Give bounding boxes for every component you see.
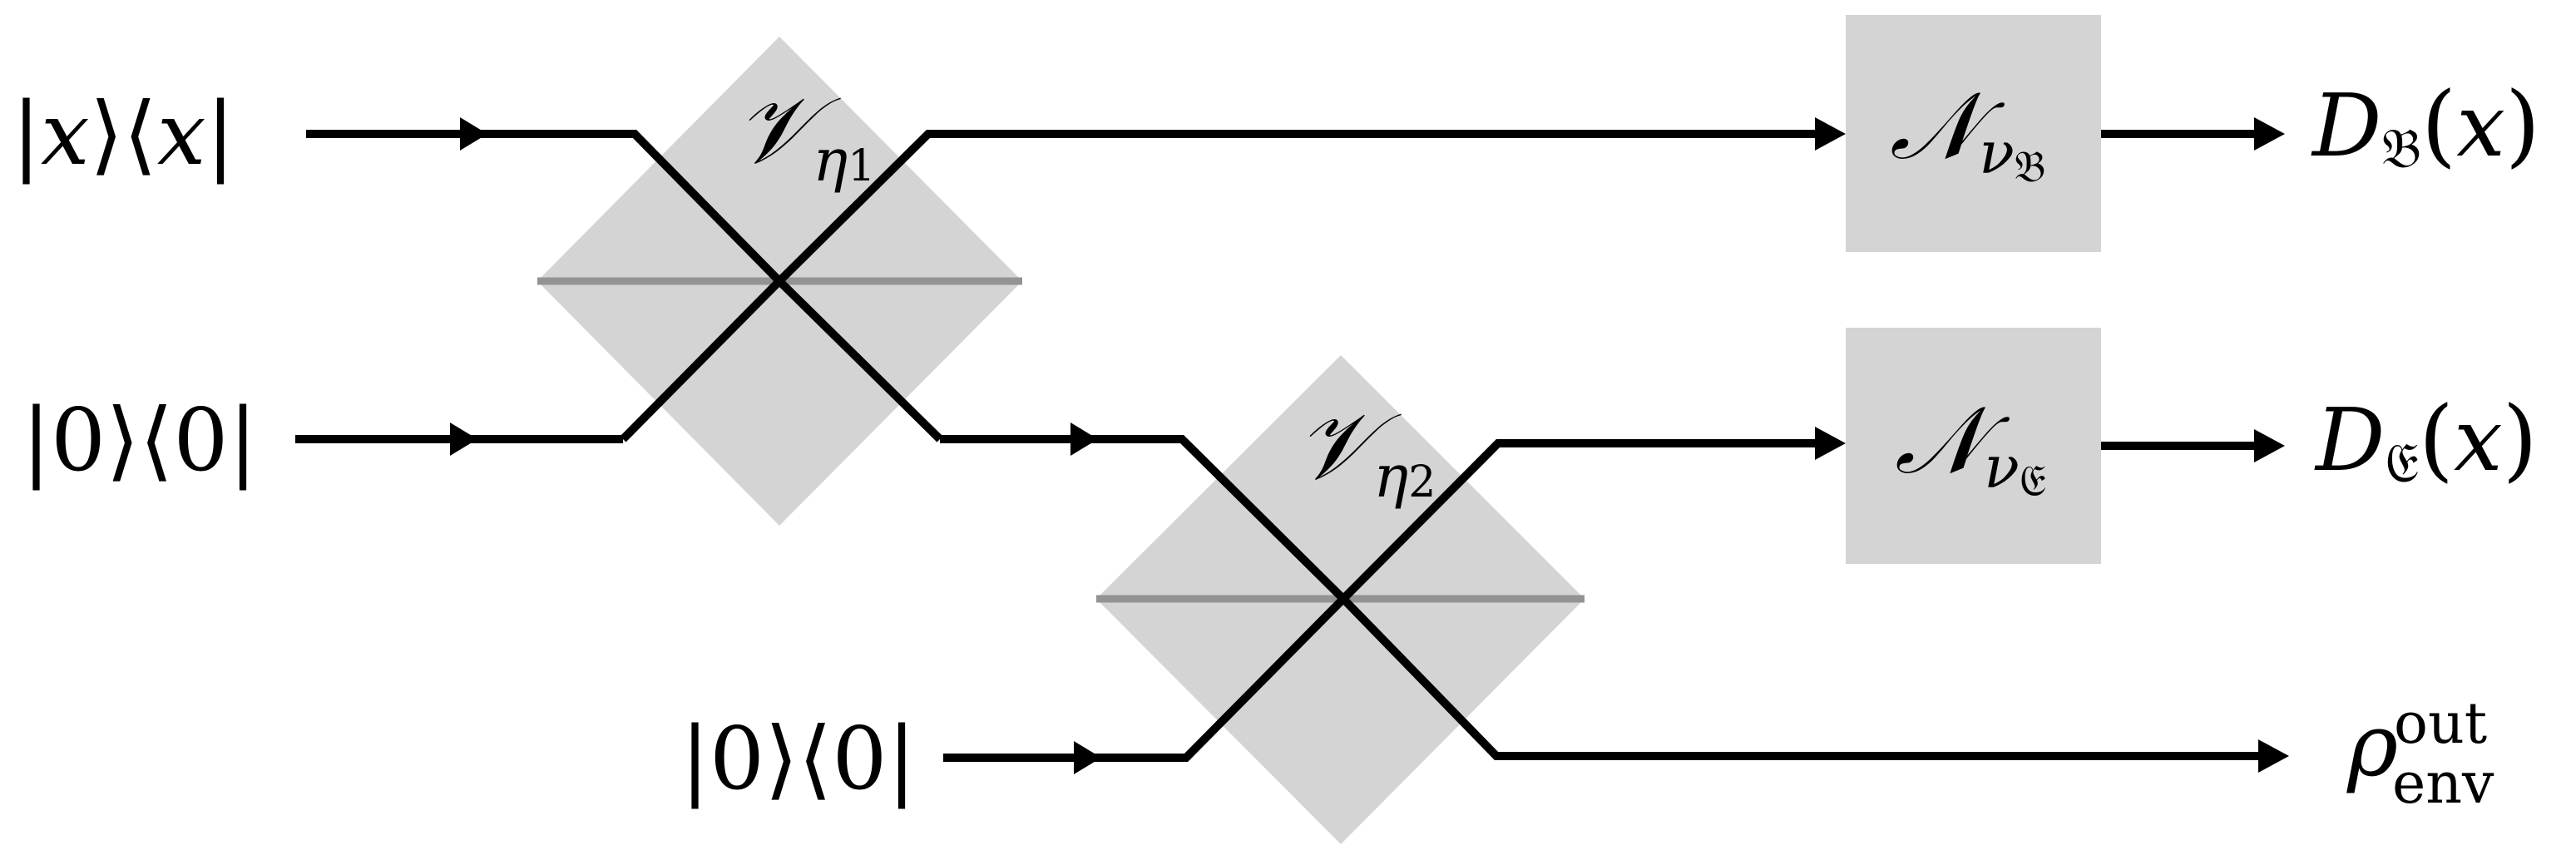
arrow-icon: [1074, 741, 1101, 774]
input-vacuum1-label: |0⟩⟨0|: [22, 389, 258, 491]
arrow-icon: [1815, 427, 1846, 460]
rho-subscript: env: [2392, 751, 2494, 817]
channel-eve-label: 𝒩ν𝔈: [1895, 387, 2046, 507]
arrow-icon: [460, 117, 487, 151]
output-eve-label: D𝔈(x): [2314, 388, 2538, 495]
rho-symbol: ρ: [2346, 694, 2398, 796]
wire-input-vacuum2-to-channel-eve: [943, 439, 1817, 762]
arrow-icon: [1070, 423, 1098, 456]
arrow-icon: [2258, 739, 2289, 773]
wire-splitter1-to-channel-bob: [620, 130, 1817, 442]
arrow-icon: [2254, 429, 2285, 462]
output-env-label: ρ out env: [2346, 691, 2494, 817]
arrow-icon: [1815, 117, 1846, 151]
output-bob-label: D𝔅(x): [2311, 73, 2540, 180]
splitter-1-label: 𝒱η1: [735, 77, 875, 195]
input-vacuum2-label: |0⟩⟨0|: [680, 708, 917, 809]
rho-superscript: out: [2394, 691, 2487, 757]
input-x-label: |x⟩⟨x|: [12, 83, 235, 185]
arrow-icon: [2254, 117, 2285, 151]
channel-bob-box: [1846, 15, 2101, 252]
arrowheads: [450, 117, 2289, 774]
arrow-icon: [450, 423, 477, 456]
channel-eve-box: [1846, 328, 2101, 564]
channel-bob-label: 𝒩ν𝔅: [1890, 72, 2045, 192]
